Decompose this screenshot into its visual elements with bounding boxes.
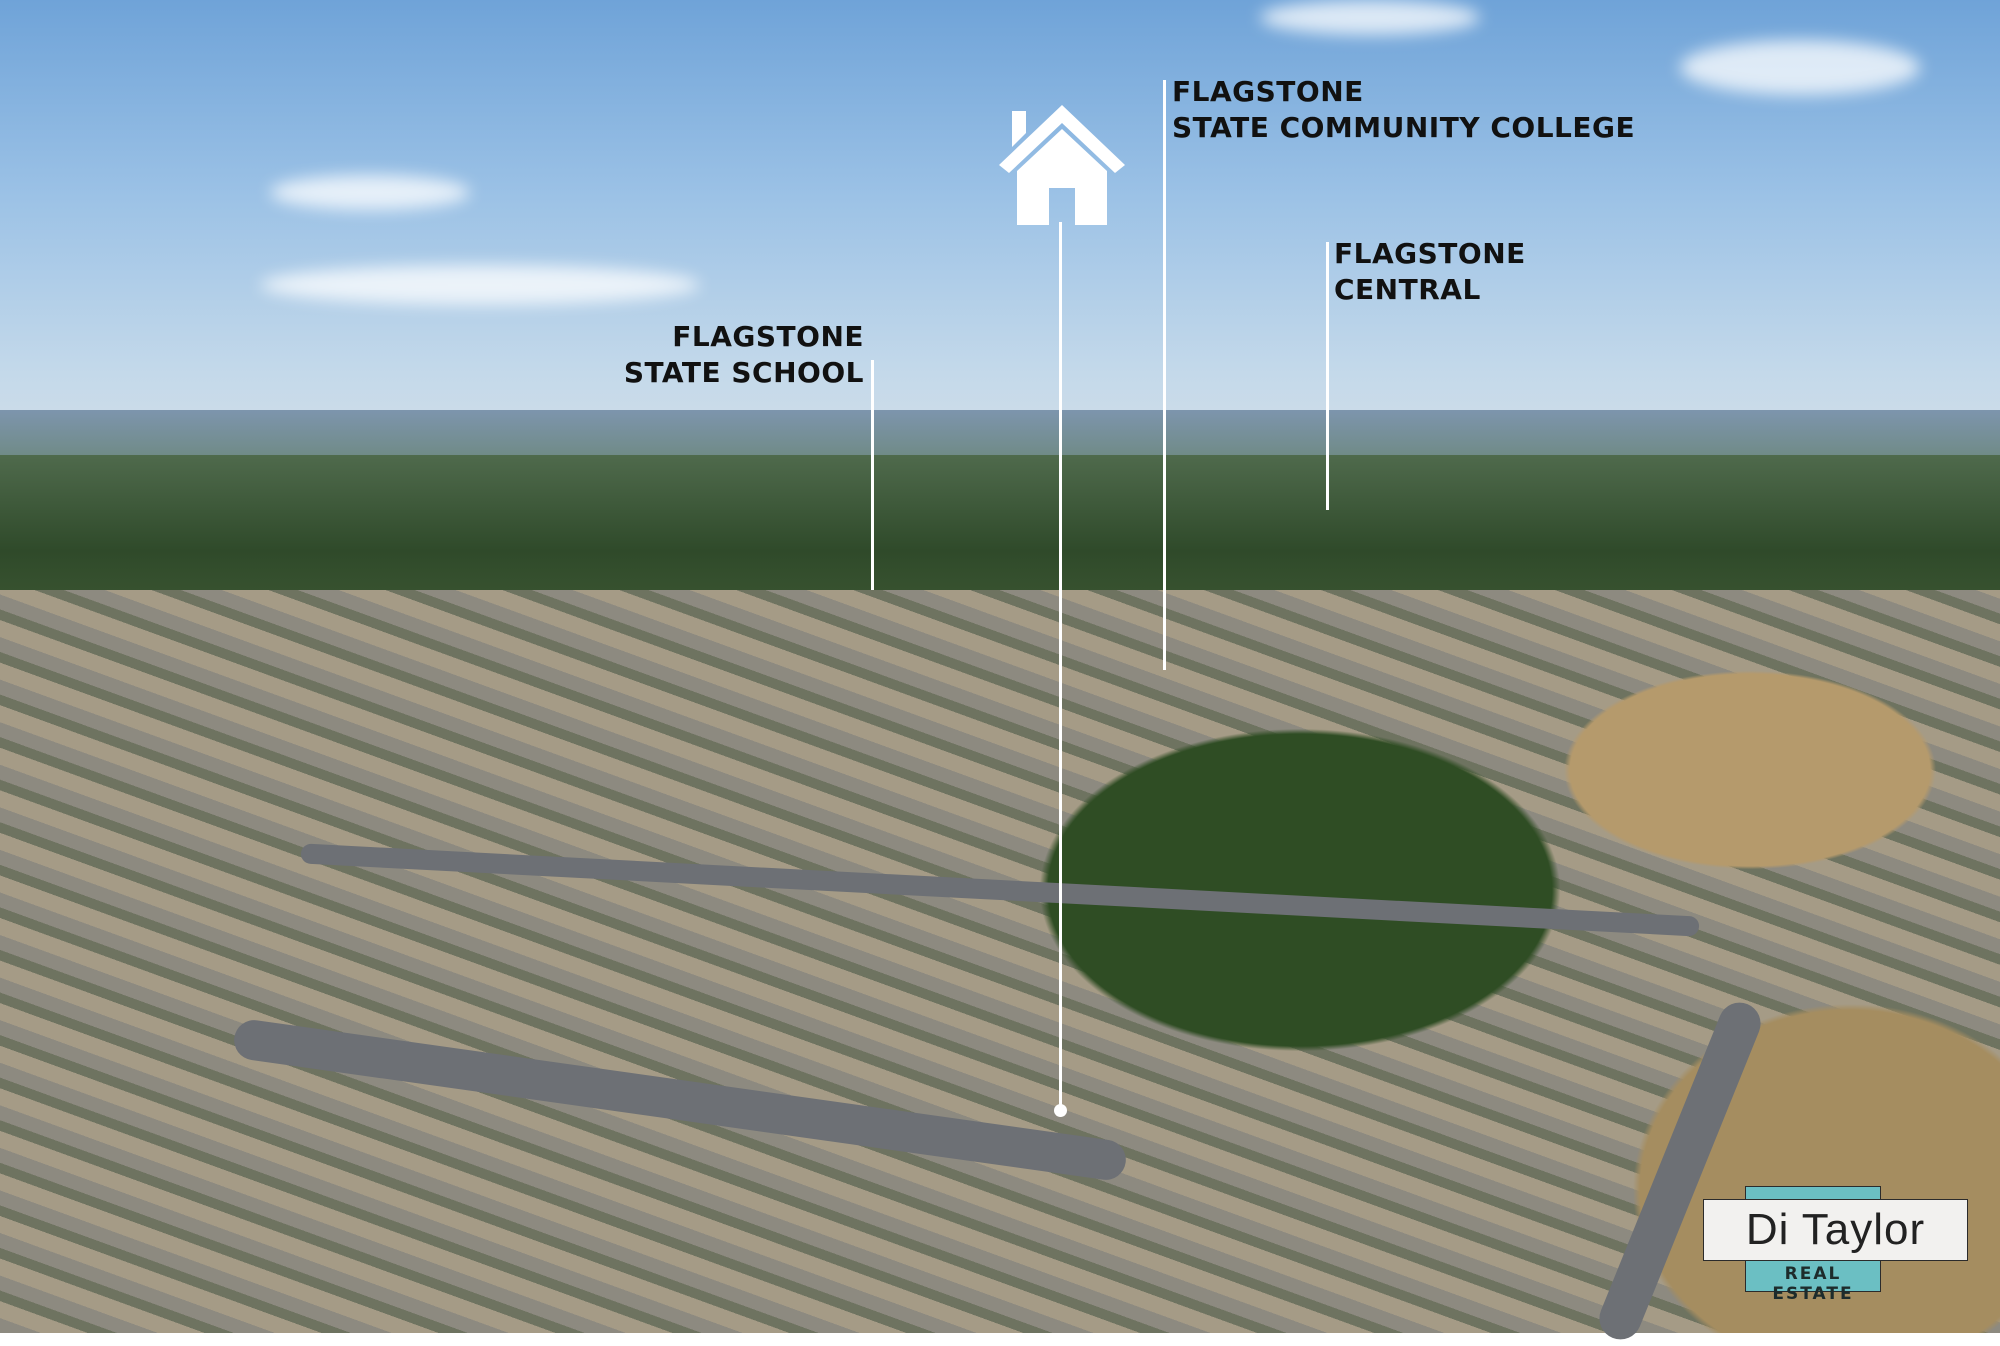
label-line: FLAGSTONE xyxy=(1172,75,1364,108)
cloud xyxy=(1680,40,1920,95)
mountain-range xyxy=(0,410,2000,460)
label-flagstone-central: FLAGSTONE CENTRAL xyxy=(1334,236,1526,308)
house-icon xyxy=(999,105,1125,225)
label-line: STATE COMMUNITY COLLEGE xyxy=(1172,111,1636,144)
forest xyxy=(0,455,2000,615)
sky xyxy=(0,0,2000,440)
label-line: STATE SCHOOL xyxy=(623,356,864,389)
property-pointer-line xyxy=(1059,222,1062,1110)
label-flagstone-state-school: FLAGSTONE STATE SCHOOL xyxy=(624,319,864,391)
property-dot xyxy=(1054,1104,1067,1117)
central-pointer-line xyxy=(1326,242,1329,510)
suburb xyxy=(0,590,2000,1333)
college-pointer-line xyxy=(1163,80,1166,670)
cloud xyxy=(1260,0,1480,35)
label-line: FLAGSTONE xyxy=(1334,237,1526,270)
cloud xyxy=(260,265,700,305)
label-line: CENTRAL xyxy=(1334,273,1481,306)
logo-name: Di Taylor xyxy=(1703,1199,1968,1261)
label-flagstone-state-community-college: FLAGSTONE STATE COMMUNITY COLLEGE xyxy=(1172,74,1635,146)
logo-subtitle: REAL ESTATE xyxy=(1772,1264,1854,1304)
label-line: FLAGSTONE xyxy=(672,320,864,353)
cloud xyxy=(270,175,470,210)
school-pointer-line xyxy=(871,360,874,590)
